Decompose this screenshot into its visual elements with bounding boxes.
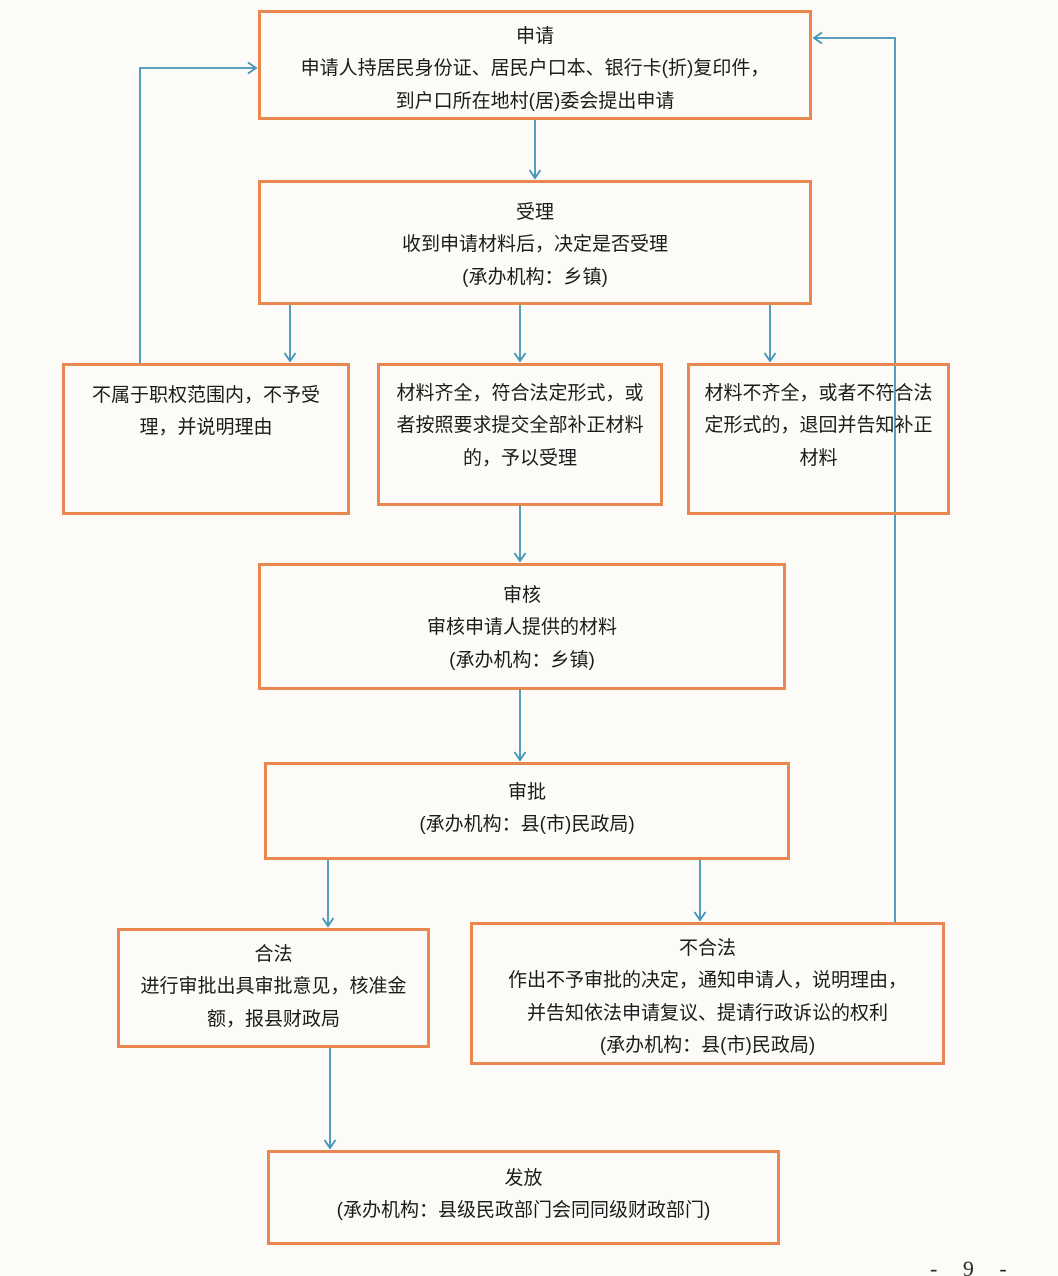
arrow-apply-to-accept	[528, 120, 542, 180]
node-review-title: 审核	[502, 585, 541, 606]
arrow-accept-to-out-of-scope	[283, 305, 297, 363]
node-illegal-title: 不合法	[678, 938, 736, 959]
node-approval-line1: (承办机构：县(市)民政局)	[419, 814, 635, 836]
node-materials-complete: 材料齐全，符合法定形式，或者按照要求提交全部补正材料的，予以受理	[377, 363, 663, 506]
node-legal-text: 进行审批出具审批意见，核准金额，报县财政局	[140, 976, 407, 1030]
node-materials-complete-text: 材料齐全，符合法定形式，或者按照要求提交全部补正材料的，予以受理	[396, 383, 644, 469]
node-legal-title: 合法	[254, 944, 293, 965]
node-accept: 受理 收到申请材料后，决定是否受理 (承办机构：乡镇)	[258, 180, 812, 305]
node-disburse-title: 发放	[504, 1168, 543, 1189]
arrow-review-to-approval	[513, 690, 527, 762]
arrow-out-of-scope-back-to-apply	[139, 61, 258, 363]
node-illegal-line1: 作出不予审批的决定，通知申请人，说明理由，	[507, 970, 907, 992]
node-disburse: 发放 (承办机构：县级民政部门会同同级财政部门)	[267, 1150, 780, 1245]
node-materials-incomplete-text: 材料不齐全，或者不符合法定形式的，退回并告知补正材料	[704, 383, 933, 469]
node-illegal-line3: (承办机构：县(市)民政局)	[599, 1034, 816, 1056]
node-apply-line1: 申请人持居民身份证、居民户口本、银行卡(折)复印件，	[300, 58, 770, 80]
node-out-of-scope-text: 不属于职权范围内，不予受理，并说明理由	[91, 385, 320, 439]
node-review-line2: (承办机构：乡镇)	[449, 649, 595, 671]
node-illegal: 不合法 作出不予审批的决定，通知申请人，说明理由， 并告知依法申请复议、提请行政…	[470, 922, 945, 1065]
arrow-approval-to-illegal	[693, 860, 707, 922]
node-out-of-scope: 不属于职权范围内，不予受理，并说明理由	[62, 363, 350, 515]
node-apply-title: 申请	[515, 26, 554, 47]
node-approval-title: 审批	[507, 782, 546, 803]
node-review-line1: 审核申请人提供的材料	[426, 617, 617, 639]
arrow-accept-to-materials-incomplete	[763, 305, 777, 363]
arrow-approval-to-legal	[321, 860, 335, 928]
arrow-accept-to-materials-complete	[513, 305, 527, 363]
node-illegal-line2: 并告知依法申请复议、提请行政诉讼的权利	[526, 1002, 888, 1024]
page-number: - 9 -	[930, 1256, 1017, 1276]
node-legal: 合法 进行审批出具审批意见，核准金额，报县财政局	[117, 928, 430, 1048]
node-accept-line2: (承办机构：乡镇)	[462, 266, 608, 288]
node-apply: 申请 申请人持居民身份证、居民户口本、银行卡(折)复印件， 到户口所在地村(居)…	[258, 10, 812, 120]
node-apply-line2: 到户口所在地村(居)委会提出申请	[395, 90, 675, 112]
node-accept-title: 受理	[515, 202, 554, 223]
arrow-materials-complete-to-review	[513, 506, 527, 563]
arrow-legal-to-disburse	[323, 1048, 337, 1150]
arrow-illegal-back-to-apply	[812, 31, 896, 922]
node-review: 审核 审核申请人提供的材料 (承办机构：乡镇)	[258, 563, 786, 690]
node-accept-line1: 收到申请材料后，决定是否受理	[401, 234, 668, 256]
node-disburse-line1: (承办机构：县级民政部门会同同级财政部门)	[336, 1200, 711, 1222]
node-materials-incomplete: 材料不齐全，或者不符合法定形式的，退回并告知补正材料	[687, 363, 950, 515]
node-approval: 审批 (承办机构：县(市)民政局)	[264, 762, 790, 860]
